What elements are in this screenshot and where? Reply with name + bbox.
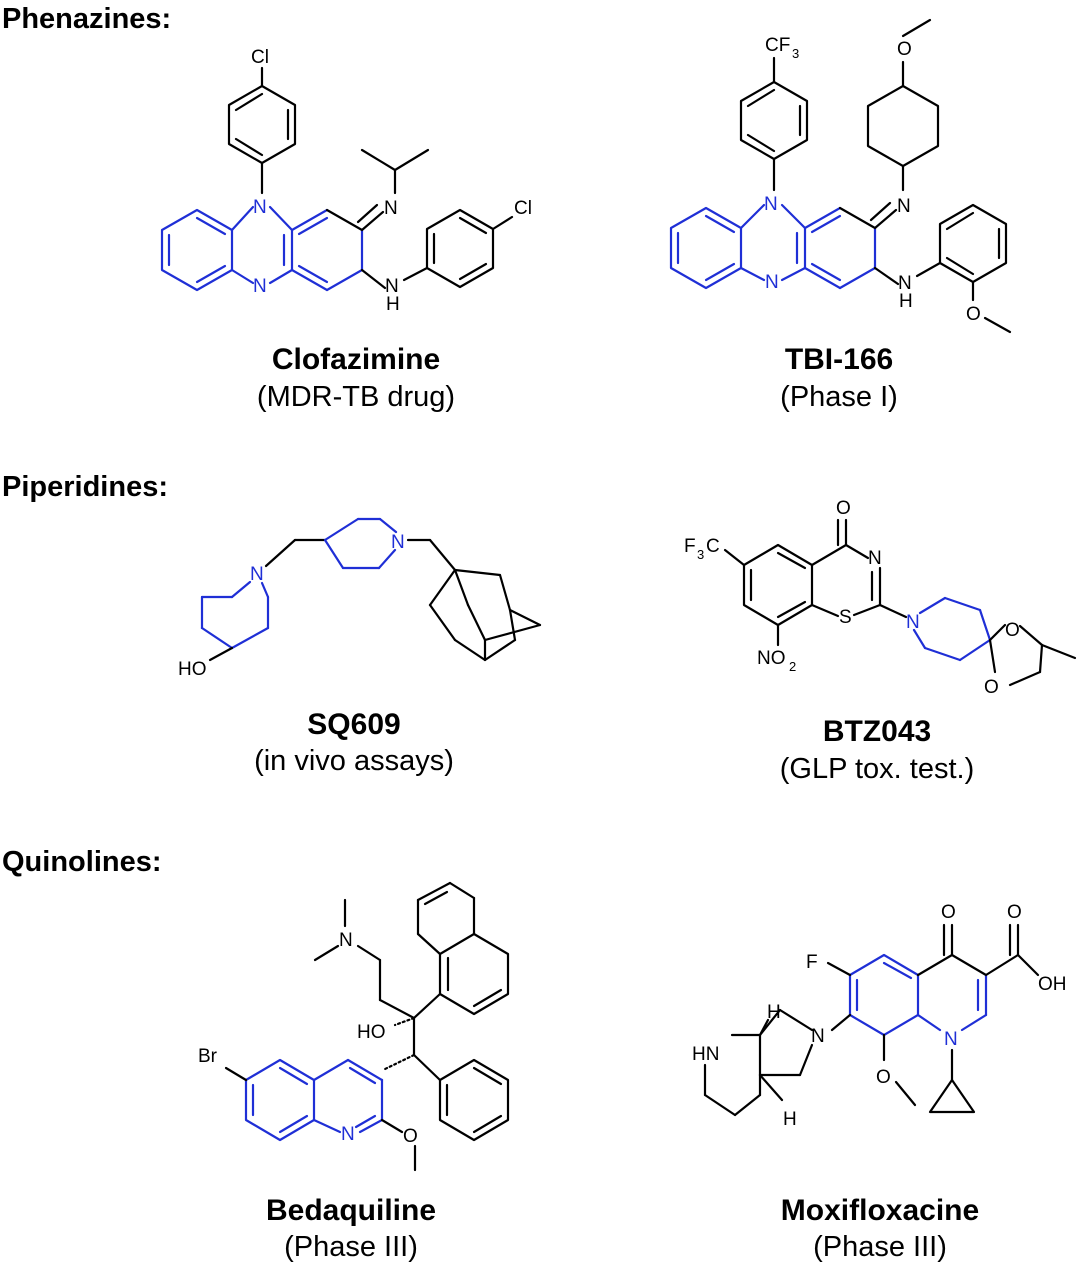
- btz043-cf3-f: F: [684, 536, 696, 557]
- bedaquiline-n-quin: N: [341, 1124, 355, 1145]
- btz043-n-pip: N: [906, 612, 920, 633]
- compound-status-moxifloxacine: (Phase III): [813, 1231, 947, 1263]
- tbi166-nh-h: H: [899, 291, 913, 312]
- compound-status-bedaquiline: (Phase III): [284, 1231, 418, 1263]
- moxifloxacine-h-top: H: [767, 1002, 781, 1023]
- tbi166-nh-n: N: [898, 273, 912, 294]
- tbi166-n-ring-bottom: N: [765, 272, 779, 293]
- clofazimine-cl-top-label: Cl: [251, 47, 269, 68]
- btz043-o-bottom: O: [984, 677, 999, 698]
- tbi166-cyclohexyl: [866, 84, 940, 168]
- tbi166-o-top: O: [897, 39, 912, 60]
- compound-name-btz043: BTZ043: [822, 715, 932, 748]
- structure-btz043: F 3 C NO 2 O N S N O O: [684, 498, 1077, 698]
- btz043-no2-subscript: 2: [789, 659, 796, 674]
- sq609-ho-label: HO: [178, 659, 207, 680]
- moxifloxacine-o-acid: O: [1007, 902, 1022, 923]
- moxifloxacine-f-label: F: [806, 952, 818, 973]
- tbi166-cf3-label: CF: [765, 35, 790, 56]
- btz043-s: S: [839, 607, 852, 628]
- moxifloxacine-benzo-ring: [848, 953, 920, 1037]
- compound-name-tbi166: TBI-166: [784, 343, 894, 376]
- structure-moxifloxacine: O N O OH F O N HN: [692, 902, 1067, 1130]
- structure-bedaquiline: N HO: [198, 881, 510, 1172]
- clofazimine-n-ring-bottom: N: [253, 276, 267, 297]
- moxifloxacine-cyclopropyl: [928, 1078, 976, 1114]
- bedaquiline-o-ome: O: [403, 1126, 418, 1147]
- tbi166-o-ome: O: [966, 304, 981, 325]
- bedaquiline-naphthalene-ring-a: [438, 932, 510, 1016]
- sq609-n-left: N: [250, 564, 264, 585]
- moxifloxacine-n-quin: N: [944, 1029, 958, 1050]
- clofazimine-n-imine: N: [384, 198, 398, 219]
- tbi166-phenazine-ring-left: [669, 206, 743, 290]
- compound-name-clofazimine: Clofazimine: [271, 343, 441, 376]
- section-title-phenazines: Phenazines:: [2, 3, 172, 35]
- btz043-n-thiazine: N: [868, 548, 882, 569]
- compound-status-sq609: (in vivo assays): [254, 745, 454, 777]
- compound-name-bedaquiline: Bedaquiline: [265, 1194, 437, 1227]
- moxifloxacine-o-ome: O: [876, 1067, 891, 1088]
- clofazimine-nh-h: H: [386, 294, 400, 315]
- section-title-piperidines: Piperidines:: [2, 471, 168, 503]
- btz043-cf3-subscript: 3: [697, 547, 704, 562]
- sq609-n-right: N: [391, 532, 405, 553]
- compound-status-btz043: (GLP tox. test.): [779, 753, 975, 785]
- clofazimine-phenyl-top: [227, 84, 297, 165]
- moxifloxacine-h-bottom: H: [783, 1109, 797, 1130]
- clofazimine-phenazine-ring-left: [160, 208, 234, 292]
- clofazimine-n-ring-top: N: [253, 197, 267, 218]
- btz043-cf3-c: C: [706, 536, 720, 557]
- structure-tbi166: CF 3 N N N O: [669, 18, 1012, 334]
- compound-name-moxifloxacine: Moxifloxacine: [780, 1194, 980, 1227]
- btz043-o-top: O: [1005, 620, 1020, 641]
- structure-sq609: N HO N: [178, 517, 542, 680]
- structure-clofazimine: Cl N N N N H: [160, 47, 532, 315]
- tbi166-cf3-subscript: 3: [792, 46, 799, 61]
- moxifloxacine-oh-label: OH: [1038, 974, 1067, 995]
- section-title-quinolines: Quinolines:: [2, 846, 162, 878]
- moxifloxacine-n-pyrrolidine: N: [811, 1026, 825, 1047]
- compound-name-sq609: SQ609: [307, 708, 401, 741]
- compound-status-clofazimine: (MDR-TB drug): [256, 381, 456, 413]
- clofazimine-cl-right-label: Cl: [514, 198, 532, 219]
- tbi166-methoxyphenyl: [938, 203, 1008, 284]
- bedaquiline-phenyl: [438, 1058, 510, 1142]
- btz043-o-carbonyl: O: [836, 498, 851, 519]
- bedaquiline-ho-label: HO: [357, 1022, 386, 1043]
- tbi166-phenyl-top: [739, 80, 809, 161]
- clofazimine-nh-n: N: [385, 276, 399, 297]
- bedaquiline-br-label: Br: [198, 1046, 218, 1067]
- moxifloxacine-hn-label: HN: [692, 1044, 719, 1065]
- compound-status-tbi166: (Phase I): [780, 381, 898, 413]
- btz043-benzene-ring: [742, 543, 814, 627]
- bedaquiline-n-amine: N: [339, 930, 353, 951]
- clofazimine-phenyl-right: [425, 208, 495, 289]
- tbi166-n-ring-top: N: [764, 194, 778, 215]
- tbi166-n-imine: N: [897, 196, 911, 217]
- moxifloxacine-o-carbonyl: O: [941, 902, 956, 923]
- btz043-no2-label: NO: [757, 648, 786, 669]
- bedaquiline-quinoline-ring-a: [244, 1058, 316, 1142]
